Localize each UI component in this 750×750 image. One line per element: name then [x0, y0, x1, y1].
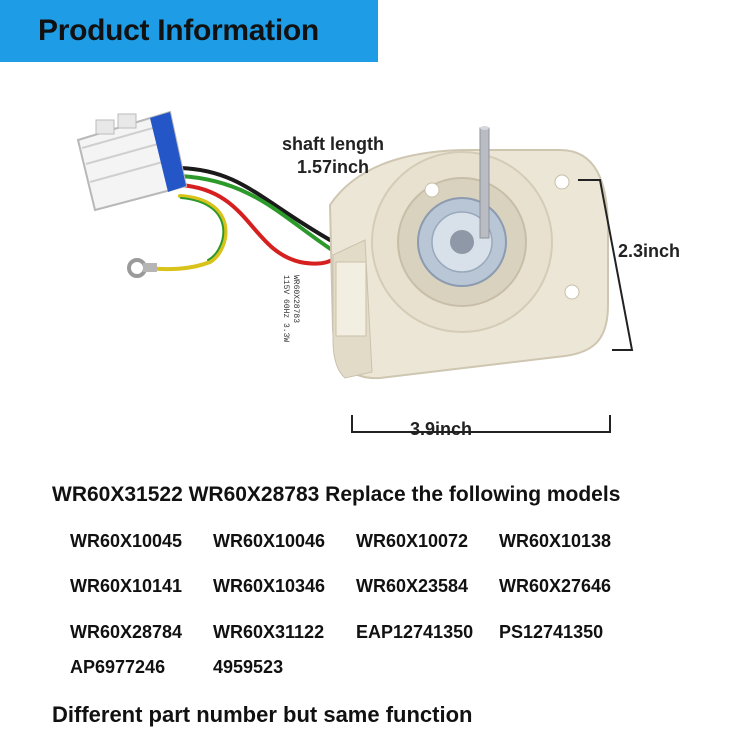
model-item: 4959523	[213, 657, 284, 677]
footer-note: Different part number but same function	[52, 702, 473, 727]
model-item: WR60X10141	[70, 576, 183, 596]
model-item: PS12741350	[499, 622, 604, 642]
model-item: AP6977246	[70, 657, 166, 677]
model-item: EAP12741350	[356, 622, 474, 642]
motor-housing	[328, 149, 609, 380]
width-dimension-label: 3.9inch	[410, 419, 473, 439]
wire-connector	[76, 110, 188, 212]
header-banner: Product Information	[0, 0, 378, 62]
model-item: WR60X28784	[70, 622, 183, 642]
height-dimension-label: 2.3inch	[618, 241, 681, 261]
page-title: Product Information	[38, 14, 319, 47]
model-item: WR60X10072	[356, 531, 469, 551]
shaft-value: 1.57inch	[296, 156, 370, 177]
model-item: WR60X10138	[499, 531, 612, 551]
model-item: WR60X10046	[213, 531, 326, 551]
sticker-part-number: WR60X28783	[291, 275, 300, 324]
ground-terminal	[127, 258, 157, 278]
wire-harness	[148, 166, 338, 272]
replacement-heading: WR60X31522 WR60X28783 Replace the follow…	[52, 483, 621, 506]
model-item: WR60X23584	[356, 576, 469, 596]
product-sticker: WR60X28783 115V 60Hz 3.3W	[281, 275, 300, 342]
shaft-label: shaft length	[282, 134, 384, 154]
model-item: WR60X31122	[213, 622, 325, 642]
model-item: WR60X10346	[213, 576, 326, 596]
model-item: WR60X27646	[499, 576, 612, 596]
sticker-rating: 115V 60Hz 3.3W	[281, 275, 291, 343]
fan-motor-illustration	[76, 110, 634, 433]
dimension-lines	[351, 179, 634, 433]
shaft-dimension-label: shaft length 1.57inch	[282, 133, 384, 178]
model-item: WR60X10045	[70, 531, 183, 551]
motor-shaft	[479, 126, 490, 239]
